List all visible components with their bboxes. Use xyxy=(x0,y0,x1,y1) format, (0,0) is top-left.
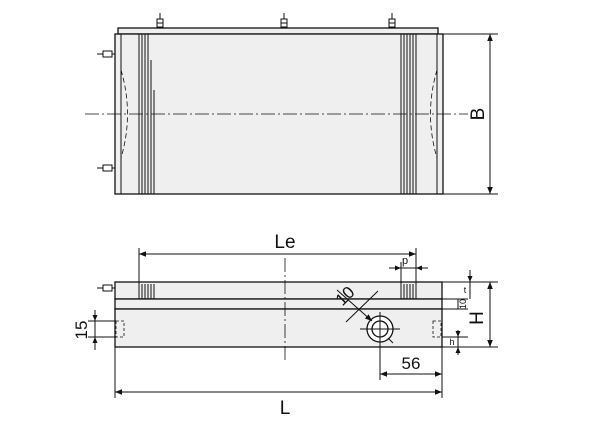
dim-15-arrow-top xyxy=(92,315,98,321)
dim-10-leader-c xyxy=(345,290,379,323)
dim-t-arrow xyxy=(467,276,473,282)
front-view-middle-band xyxy=(114,298,443,310)
top-view-top-rim xyxy=(117,27,439,35)
front-view: Le p 10 t 10 H h 15 xyxy=(72,232,498,419)
dim-10-leader-a xyxy=(336,289,373,322)
top-view-left-arc xyxy=(120,69,128,159)
dim-p-arrow-left xyxy=(395,265,401,271)
dim-H-label: H xyxy=(467,311,488,325)
top-view-bolt-2 xyxy=(280,13,288,28)
dim-15-label: 15 xyxy=(72,321,91,340)
dim-t-label: t xyxy=(464,285,467,295)
top-view: B xyxy=(85,13,498,195)
dim-L-label: L xyxy=(280,398,291,419)
dim-p-arrow-right xyxy=(416,265,422,271)
dim-p-label: p xyxy=(402,255,408,267)
top-view-bolt-3 xyxy=(388,13,396,28)
front-view-handle-hole xyxy=(360,312,400,346)
top-view-side-bolt-upper xyxy=(97,50,115,58)
dim-h-label: h xyxy=(449,337,454,347)
front-view-left-poles xyxy=(138,284,155,299)
front-view-top-plate xyxy=(114,281,443,300)
front-view-right-slot xyxy=(432,320,442,338)
dim-B-label: B xyxy=(468,108,489,121)
front-view-right-poles xyxy=(400,284,417,299)
dim-Le-label: Le xyxy=(274,232,295,253)
dim-15-arrow-bottom xyxy=(92,337,98,343)
dim-h-arrow-bottom xyxy=(455,347,461,353)
dim-56-label: 56 xyxy=(402,354,421,373)
dim-10-small-label: 10 xyxy=(458,299,468,309)
front-view-bolt xyxy=(97,284,115,292)
top-view-bolt-1 xyxy=(156,13,164,28)
dim-10-leader-b xyxy=(387,337,394,344)
dim-h-arrow-top xyxy=(455,331,461,337)
front-view-left-slot xyxy=(115,320,125,338)
top-view-right-arc xyxy=(430,69,438,159)
top-view-side-bolt-lower xyxy=(97,164,115,172)
